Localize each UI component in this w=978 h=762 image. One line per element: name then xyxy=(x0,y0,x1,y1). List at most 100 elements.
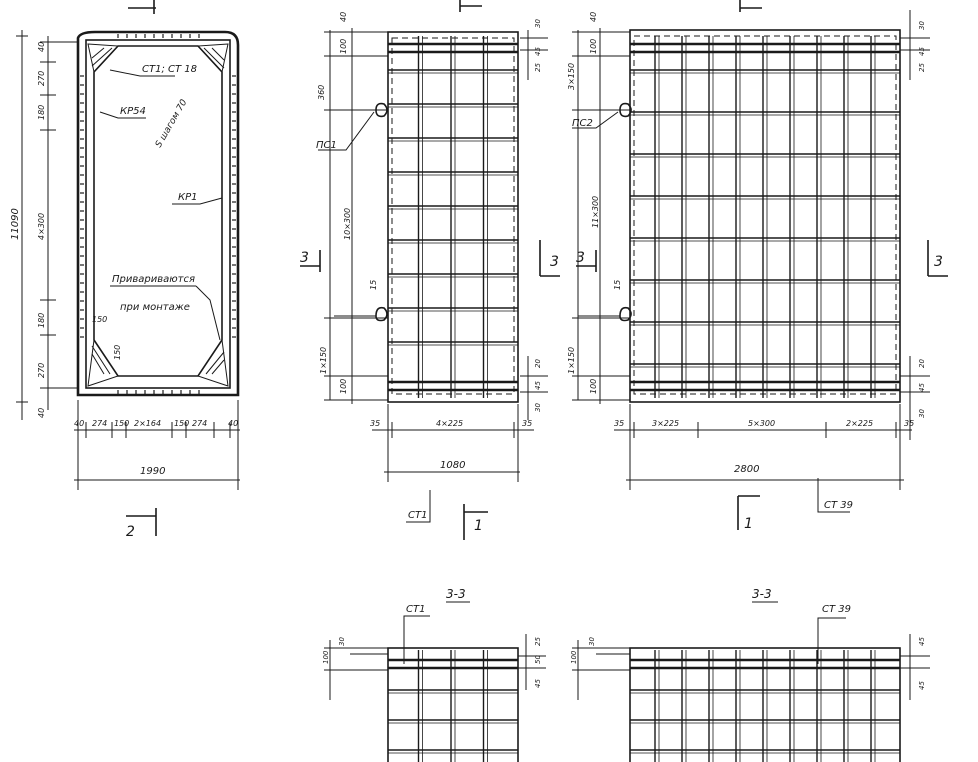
dim: 2×225 xyxy=(846,419,873,428)
dim-middle-width: 1080 xyxy=(440,460,465,471)
dim: 25 xyxy=(534,63,542,72)
dim: 30 xyxy=(534,19,542,28)
dim: 45 xyxy=(534,47,542,56)
dim: 45 xyxy=(918,637,926,646)
dim-right-width: 2800 xyxy=(734,464,759,475)
dim: 274 xyxy=(92,419,107,428)
dim: 40 xyxy=(37,42,46,52)
dim: 150 xyxy=(113,345,122,360)
dim: 270 xyxy=(37,71,46,86)
right-elevation-view: 40 100 3×150 11×300 1×150 100 ПС2 15 30 … xyxy=(567,0,948,532)
wall-ticks xyxy=(80,75,236,338)
dim: 1×150 xyxy=(319,347,328,374)
dim: 35 xyxy=(614,419,624,428)
dim: 100 xyxy=(589,379,598,394)
dim: 40 xyxy=(74,419,84,428)
dim: 30 xyxy=(338,637,346,646)
ps2-loop xyxy=(619,102,632,118)
dim: 270 xyxy=(37,363,46,378)
section-3-3-left: 3-3 СТ1 30 100 25 50 45 xyxy=(322,587,546,762)
section-3-3-right: 3-3 СТ 39 30 100 45 45 xyxy=(570,587,930,762)
dim: 1×150 xyxy=(567,347,576,374)
dim: 100 xyxy=(322,650,330,664)
dim: 180 xyxy=(37,105,46,120)
dim: 3×225 xyxy=(652,419,679,428)
dim: 25 xyxy=(918,63,926,72)
label-kr1: КР1 xyxy=(178,192,198,203)
dim: 360 xyxy=(317,85,326,100)
dim: 35 xyxy=(370,419,380,428)
cross-section-view: 11090 40 270 180 4×300 180 270 40 40 274… xyxy=(10,0,240,540)
label-st1-section: СТ1 xyxy=(406,604,425,615)
dim: 45 xyxy=(534,381,542,390)
dim: 10×300 xyxy=(343,208,352,240)
haunch-hatch xyxy=(87,43,229,387)
dim: 180 xyxy=(37,313,46,328)
middle-grid xyxy=(388,36,518,398)
dim: 15 xyxy=(369,280,378,290)
dim: 45 xyxy=(534,679,542,688)
dim: 100 xyxy=(570,650,578,664)
label-pc2: ПС2 xyxy=(572,118,593,129)
dim: 40 xyxy=(589,12,598,22)
dim: 30 xyxy=(534,403,542,412)
dim: 30 xyxy=(918,409,926,418)
ps2-loop-bottom xyxy=(619,306,632,322)
middle-frame xyxy=(387,31,519,403)
section-mark-1: 1 xyxy=(474,518,483,534)
dim: 45 xyxy=(918,681,926,690)
inner-wall xyxy=(85,39,231,389)
dim: 11×300 xyxy=(591,196,600,228)
label-st39: СТ 39 xyxy=(824,500,853,511)
dim-total-height: 11090 xyxy=(10,208,21,240)
label-on-install: при монтаже xyxy=(120,302,190,313)
dim: 20 xyxy=(534,359,542,368)
dim: 3×150 xyxy=(567,63,576,90)
section-mark-3-right-b: 3 xyxy=(934,254,943,270)
dim: 150 xyxy=(114,419,129,428)
right-grid xyxy=(630,36,900,398)
dim: 100 xyxy=(339,379,348,394)
ps1-loop-bottom xyxy=(375,306,388,322)
dim: 20 xyxy=(918,359,926,368)
dim: 30 xyxy=(588,637,596,646)
dim: 35 xyxy=(522,419,532,428)
dim: 2×164 xyxy=(134,419,161,428)
dim: 40 xyxy=(228,419,238,428)
label-kr54: КР54 xyxy=(120,106,146,117)
dim-total-width: 1990 xyxy=(140,466,165,477)
dim: 5×300 xyxy=(748,419,775,428)
dim: 50 xyxy=(534,655,542,664)
dim: 15 xyxy=(613,280,622,290)
section-mark-3-left: 3 xyxy=(300,250,309,266)
ps1-loop xyxy=(375,102,388,118)
section-mark-3-right-a: 3 xyxy=(576,250,585,266)
dim: 40 xyxy=(339,12,348,22)
dim: 4×300 xyxy=(37,213,46,240)
middle-elevation-view: 40 100 360 10×300 1×150 100 ПС1 15 30 45… xyxy=(300,0,560,540)
label-st39-section: СТ 39 xyxy=(822,604,851,615)
section-mark-2: 2 xyxy=(126,524,135,540)
section-mark-3-mid: 3 xyxy=(550,254,559,270)
dim: 45 xyxy=(918,47,926,56)
dim: 100 xyxy=(589,39,598,54)
section-mark-1-right: 1 xyxy=(744,516,753,532)
dim: 35 xyxy=(904,419,914,428)
dim: 100 xyxy=(339,39,348,54)
inner-octagon xyxy=(93,45,223,377)
section-title-3-3-left: 3-3 xyxy=(446,587,466,601)
dim: 4×225 xyxy=(436,419,463,428)
slab-ticks xyxy=(117,34,200,394)
dim: 25 xyxy=(534,637,542,646)
section-title-3-3-right: 3-3 xyxy=(752,587,772,601)
label-welded: Привариваются xyxy=(112,274,195,285)
label-st1-st18: СТ1; СТ 18 xyxy=(142,64,197,75)
outer-wall xyxy=(76,30,240,397)
right-frame xyxy=(629,29,901,403)
label-st1: СТ1 xyxy=(408,510,427,521)
dim: 150 xyxy=(92,315,107,324)
dim: 40 xyxy=(37,408,46,418)
dim: 150 xyxy=(174,419,189,428)
dim: 45 xyxy=(918,383,926,392)
